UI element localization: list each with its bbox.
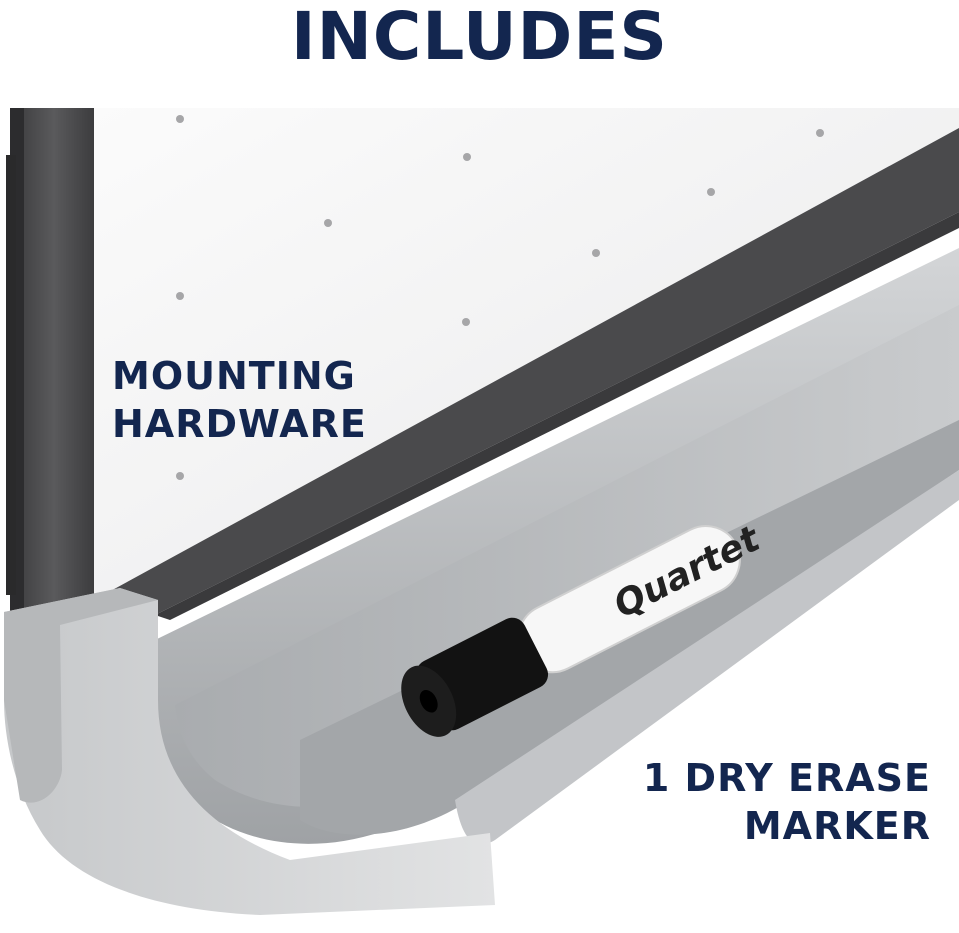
mounting-hardware-callout: MOUNTING HARDWARE (112, 352, 367, 448)
marker-line2: MARKER (743, 804, 931, 848)
marker-callout: 1 DRY ERASE MARKER (643, 754, 931, 850)
bottom-frame (94, 128, 959, 710)
board-dots (176, 115, 824, 480)
mounting-line2: HARDWARE (112, 402, 367, 446)
left-frame (6, 108, 94, 638)
marker-line1: 1 DRY ERASE (642, 756, 931, 800)
headline: INCLUDES (291, 0, 668, 75)
tray-end-cap (4, 588, 495, 915)
mounting-line1: MOUNTING (112, 354, 356, 398)
